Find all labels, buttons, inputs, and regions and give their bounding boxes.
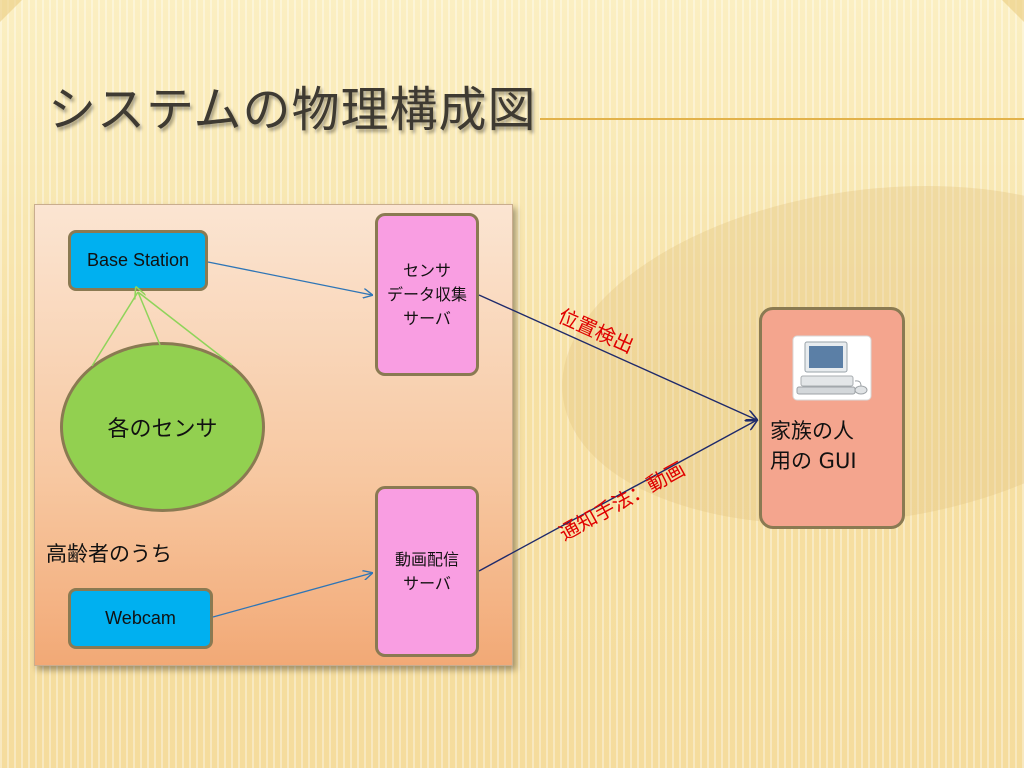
sensor-data-server-box: センサ データ収集 サーバ bbox=[375, 213, 479, 376]
webcam-box: Webcam bbox=[68, 588, 213, 649]
video-server-box: 動画配信 サーバ bbox=[375, 486, 479, 657]
gui-label-line-1: 家族の人 bbox=[770, 419, 854, 443]
webcam-label: Webcam bbox=[105, 608, 176, 628]
sensors-ellipse: 各のセンサ bbox=[60, 342, 265, 512]
sensors-label: 各のセンサ bbox=[107, 417, 218, 442]
base-station-box: Base Station bbox=[68, 230, 208, 291]
elderly-home-label: 高齢者のうち bbox=[46, 542, 172, 566]
sensor-server-line-1: センサ bbox=[402, 260, 451, 280]
page-title: システムの物理構成図 bbox=[48, 82, 537, 138]
sensor-server-line-3: サーバ bbox=[403, 308, 451, 328]
desktop-computer-icon bbox=[792, 335, 872, 401]
family-gui-box: 家族の人 用の GUI bbox=[759, 307, 905, 529]
base-station-label: Base Station bbox=[86, 250, 190, 270]
decorative-chevrons bbox=[0, 0, 1024, 22]
video-server-line-1: 動画配信 bbox=[394, 549, 459, 569]
gui-label-line-2: 用の GUI bbox=[770, 449, 857, 473]
title-rule bbox=[540, 118, 1024, 120]
sensor-server-line-2: データ収集 bbox=[386, 284, 467, 304]
video-server-line-2: サーバ bbox=[403, 573, 451, 593]
